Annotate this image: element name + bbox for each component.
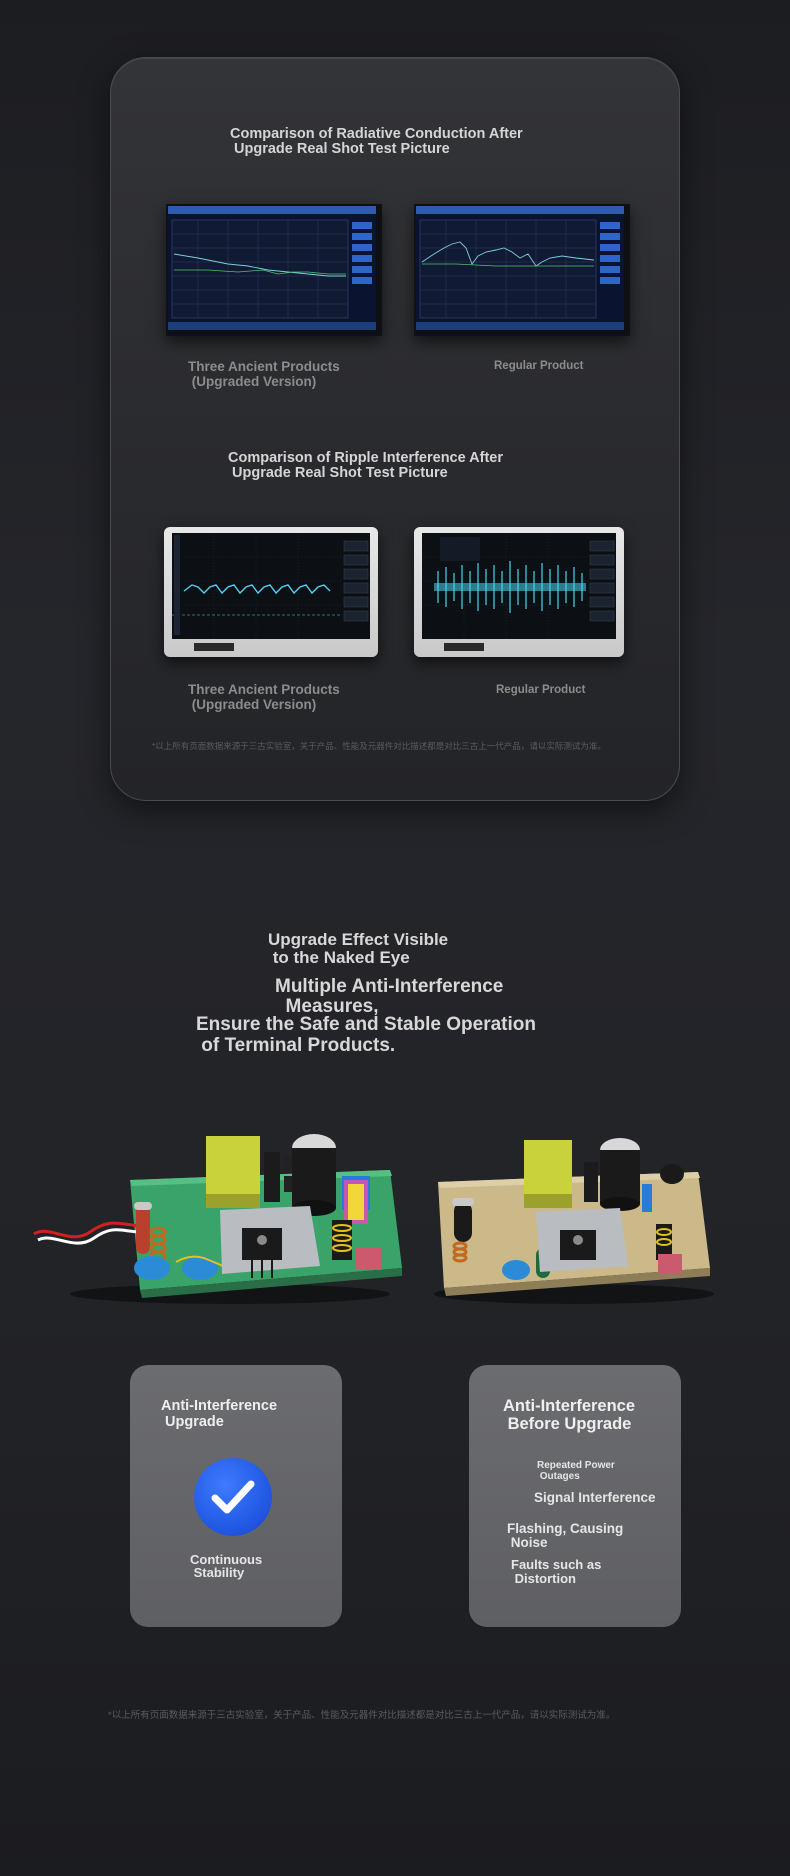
- caption-regular-ripple: Regular Product: [496, 684, 586, 696]
- caption-regular-radiative: Regular Product: [494, 360, 584, 372]
- comparison-panel: [110, 57, 680, 801]
- card-before-upgrade: [469, 1365, 681, 1627]
- radiative-test-screen-regular: [414, 204, 630, 336]
- footer-footnote: *以上所有页面数据来源于三古实验室，关于产品、性能及元器件对比描述都是对比三古上…: [108, 1710, 616, 1721]
- card-before-upgrade-title: Anti-Interference Before Upgrade: [503, 1397, 636, 1433]
- panel-footnote: *以上所有页面数据来源于三古实验室，关于产品、性能及元器件对比描述都是对比三古上…: [152, 741, 606, 751]
- headline: Upgrade Effect Visible to the Naked Eye: [268, 930, 449, 967]
- before-item-signal-interference: Signal Interference: [534, 1490, 656, 1505]
- radiative-comparison-title: Comparison of Radiative Conduction After…: [230, 126, 523, 157]
- before-item-power-outages: Repeated Power Outages: [537, 1460, 615, 1482]
- pcb-upgraded-image: [30, 1128, 402, 1304]
- headline-line3: Ensure the Safe and Stable Operation of …: [196, 1014, 536, 1056]
- subheadline: Multiple Anti-Interference Measures,: [275, 976, 504, 1017]
- card-after-upgrade-text: Continuous Stability: [190, 1552, 263, 1580]
- caption-upgraded-ripple: Three Ancient Products (Upgraded Version…: [188, 682, 340, 712]
- caption-upgraded-radiative: Three Ancient Products (Upgraded Version…: [188, 359, 340, 389]
- ripple-test-screen-regular: [414, 527, 624, 657]
- before-item-distortion: Faults such as Distortion: [511, 1557, 602, 1586]
- before-item-flashing-noise: Flashing, Causing Noise: [507, 1521, 624, 1550]
- card-after-upgrade-title: Anti-Interference Upgrade: [161, 1398, 278, 1430]
- ripple-test-screen-upgraded: [164, 527, 378, 657]
- check-icon: [194, 1458, 272, 1536]
- pcb-regular-image: [424, 1128, 724, 1304]
- radiative-test-screen-upgraded: [166, 204, 382, 336]
- ripple-comparison-title: Comparison of Ripple Interference After …: [228, 450, 504, 481]
